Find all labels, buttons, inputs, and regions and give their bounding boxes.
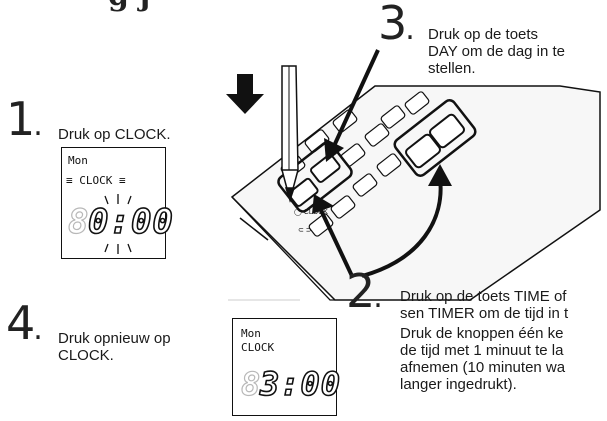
arrow-step2-curve xyxy=(361,177,443,278)
page-title-fragment: g j xyxy=(108,0,150,13)
lcd-day: Mon xyxy=(68,154,88,167)
lcd-ghost-digit: 8 xyxy=(240,364,261,403)
arrow-step3 xyxy=(332,49,380,147)
arrow-step2-left xyxy=(318,207,354,277)
step-3-number: 3. xyxy=(378,0,415,50)
lcd-display-step1: Mon ≡ CLOCK ≡ 8 0:00 xyxy=(61,147,174,259)
step-1-number: 1. xyxy=(6,92,43,146)
step-4-text-line1: Druk opnieuw op xyxy=(58,330,171,347)
divider-line xyxy=(239,217,269,241)
step-4-text-line2: CLOCK. xyxy=(58,347,114,364)
lcd-display-step4: Mon CLOCK 8 3:00 xyxy=(232,318,341,416)
step-4-number: 4. xyxy=(6,296,43,350)
step-2-text-line5: afnemen (10 minuten wa xyxy=(400,359,566,376)
button-label-misc: ⊂ ⊃ xyxy=(298,227,312,234)
lcd-mode: CLOCK xyxy=(241,341,275,354)
stylus xyxy=(281,65,299,203)
lcd-time: 0:00 xyxy=(87,201,174,243)
press-down-arrow xyxy=(226,74,264,114)
lcd-mode: CLOCK xyxy=(79,174,113,187)
lcd-mode-row: ≡ CLOCK ≡ xyxy=(66,174,126,187)
step-2-text-line2: sen TIMER om de tijd in t xyxy=(400,305,569,322)
timer-frame xyxy=(393,99,477,177)
step-3-text-line3: stellen. xyxy=(428,60,476,77)
step-2-text-line1: Druk op de toets TIME of xyxy=(400,288,567,305)
button-label-clock: ◯ CLOCK xyxy=(294,208,328,216)
step-3-text-line1: Druk op de toets xyxy=(428,26,539,43)
step-2-text-line6: langer ingedrukt). xyxy=(400,376,517,393)
blink-rays-bottom xyxy=(104,243,132,254)
blink-rays-top xyxy=(104,194,132,205)
step-1-text: Druk op CLOCK. xyxy=(58,126,171,143)
step-2-text-line4: de tijd met 1 minuut te la xyxy=(400,342,564,359)
remote-edge xyxy=(231,196,335,301)
step-2-number: 2. xyxy=(346,264,383,318)
step-2-text-line3: Druk de knoppen één ke xyxy=(400,325,564,342)
lcd-day: Mon xyxy=(241,327,261,340)
lcd-time: 3:00 xyxy=(259,364,342,404)
lcd-ghost-digit: 8 xyxy=(67,201,89,242)
step-3-text-line2: DAY om de dag in te xyxy=(428,43,566,60)
blink-mark-left: ≡ xyxy=(66,174,73,187)
blink-mark-right: ≡ xyxy=(119,174,126,187)
highlighted-buttons xyxy=(288,113,465,207)
